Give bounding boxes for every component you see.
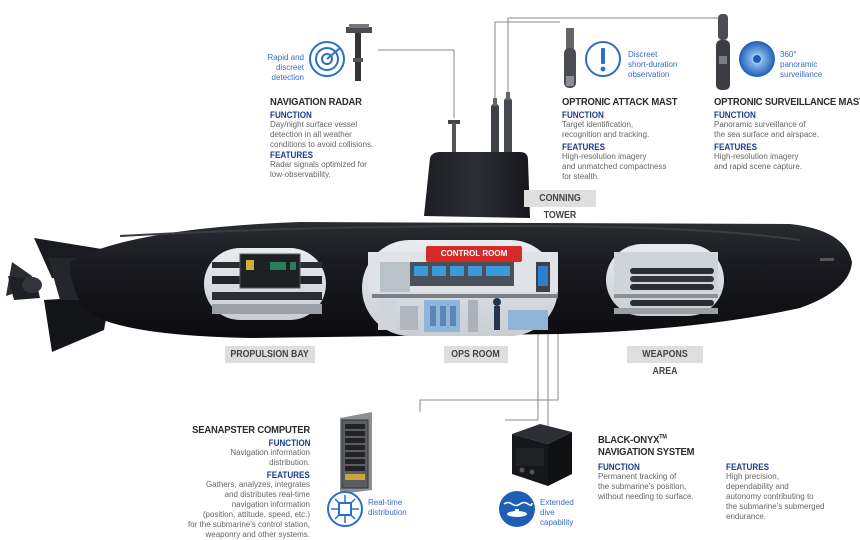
surveillance-mast-product (716, 14, 730, 90)
masts (448, 92, 512, 156)
radar-mast-product (346, 24, 372, 81)
black-onyx-function-label: FUNCTION (598, 462, 640, 472)
attack-mast-product (564, 28, 576, 88)
ops-room-window (362, 240, 558, 336)
exclamation-icon (584, 40, 622, 78)
black-onyx-function-text: Permanent tracking of the submarine's po… (598, 472, 694, 501)
surveillance-mast-title: OPTRONIC SURVEILLANCE MAST (714, 96, 860, 108)
attack-mast-features-text: High-resolution imagery and unmatched co… (562, 152, 667, 181)
weapons-area-label: WEAPONS AREA (627, 346, 703, 377)
radar-features-text: Radar signals optimized for low-observab… (270, 160, 367, 179)
radar-title: NAVIGATION RADAR (270, 96, 362, 108)
dive-submarine-icon (498, 490, 536, 528)
attack-mast-function-label: FUNCTION (562, 110, 604, 120)
radar-function-label: FUNCTION (270, 110, 312, 120)
surveillance-features-label: FEATURES (714, 142, 758, 152)
attack-mast-function-text: Target identification, recognition and t… (562, 120, 650, 139)
radar-icon-caption: Rapid and discreet detection (267, 53, 304, 82)
attack-mast-features-label: FEATURES (562, 142, 606, 152)
conning-tower (424, 152, 530, 218)
surveillance-icon-caption: 360° panoramic surveillance (780, 50, 823, 79)
radar-function-text: Day/night surface vessel detection in al… (270, 120, 374, 149)
seanapster-icon-caption: Real-time distribution (368, 498, 407, 517)
seanapster-features-label: FEATURES (266, 470, 310, 480)
ops-room-label: OPS ROOM (444, 346, 508, 363)
circuit-chip-icon (326, 490, 364, 528)
seanapster-function-label: FUNCTION (268, 438, 310, 448)
surveillance-features-text: High-resolution imagery and rapid scene … (714, 152, 803, 171)
propulsion-bay-label: PROPULSION BAY (225, 346, 315, 363)
surveillance-function-label: FUNCTION (714, 110, 756, 120)
seanapster-features-text: Gathers, analyzes, integrates and distri… (187, 480, 310, 539)
panoramic-eye-icon (738, 40, 776, 78)
black-onyx-features-text: High precision, dependability and autono… (726, 472, 825, 521)
black-onyx-title: BLACK-ONYXTM NAVIGATION SYSTEM (598, 434, 695, 458)
black-onyx-box (512, 424, 572, 486)
black-onyx-icon-caption: Extended dive capability (540, 498, 574, 527)
control-room-sign: CONTROL ROOM (440, 249, 508, 258)
conning-tower-label: CONNING TOWER (524, 190, 596, 221)
weapons-area-window (606, 244, 724, 316)
surveillance-function-text: Panoramic surveillance of the sea surfac… (714, 120, 819, 139)
seanapster-title: SEANAPSTER COMPUTER (192, 424, 310, 436)
radar-features-label: FEATURES (270, 150, 314, 160)
radar-icon (308, 40, 346, 78)
attack-mast-icon-caption: Discreet short-duration observation (628, 50, 678, 79)
black-onyx-features-label: FEATURES (726, 462, 770, 472)
seanapster-function-text: Navigation information distribution. (230, 448, 310, 467)
propulsion-bay-window (204, 248, 326, 320)
attack-mast-title: OPTRONIC ATTACK MAST (562, 96, 678, 108)
seanapster-cabinet (340, 412, 372, 494)
